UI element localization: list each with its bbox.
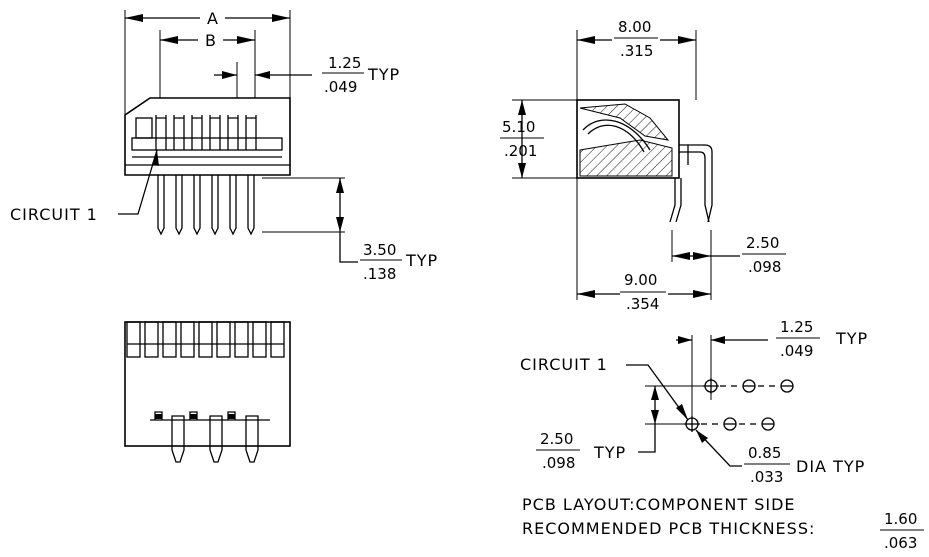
top-pitch-suffix: TYP xyxy=(367,65,400,84)
dim-b-label: B xyxy=(205,31,217,50)
side-lead-in: .098 xyxy=(748,258,781,276)
side-width-mm: 8.00 xyxy=(618,18,651,36)
top-pitch-in: .049 xyxy=(324,78,357,96)
pcb-pitch-mm: 1.25 xyxy=(780,318,813,336)
side-height-mm: 5.10 xyxy=(502,118,535,136)
pcb-pitch-in: .049 xyxy=(780,342,813,360)
top-circuit-label: CIRCUIT 1 xyxy=(10,205,98,224)
top-pin-len-suffix: TYP xyxy=(405,251,438,270)
side-depth-in: .354 xyxy=(626,295,659,313)
pcb-row-suffix: TYP xyxy=(593,443,626,462)
side-height-in: .201 xyxy=(504,142,537,160)
pcb-hole-mm: 0.85 xyxy=(748,444,781,462)
pcb-thickness-mm: 1.60 xyxy=(884,510,917,528)
top-pin-len-mm: 3.50 xyxy=(363,241,396,259)
bottom-view xyxy=(124,321,291,463)
pcb-thickness-label: RECOMMENDED PCB THICKNESS: xyxy=(522,519,815,538)
pcb-hole-suffix: DIA TYP xyxy=(796,457,865,476)
pcb-row-mm: 2.50 xyxy=(540,430,573,448)
pcb-circuit-label: CIRCUIT 1 xyxy=(520,355,608,374)
pcb-hole-in: .033 xyxy=(750,468,783,486)
side-lead-mm: 2.50 xyxy=(746,234,779,252)
dim-a-label: A xyxy=(207,9,219,28)
pcb-caption: PCB LAYOUT:COMPONENT SIDE xyxy=(522,495,796,514)
front-view: A B 1.25 .049 TYP xyxy=(10,9,438,283)
side-depth-mm: 9.00 xyxy=(624,271,657,289)
top-pitch-mm: 1.25 xyxy=(328,54,361,72)
pcb-thickness-in: .063 xyxy=(884,534,917,552)
pcb-row-in: .098 xyxy=(542,454,575,472)
side-width-in: .315 xyxy=(620,42,653,60)
pcb-pitch-suffix: TYP xyxy=(835,329,868,348)
pcb-layout: 1.25 .049 TYP CIRCUIT 1 2. xyxy=(520,318,924,552)
top-pin-len-in: .138 xyxy=(363,265,396,283)
side-view: 8.00 .315 5.10 .201 2.50 .098 xyxy=(500,18,786,313)
